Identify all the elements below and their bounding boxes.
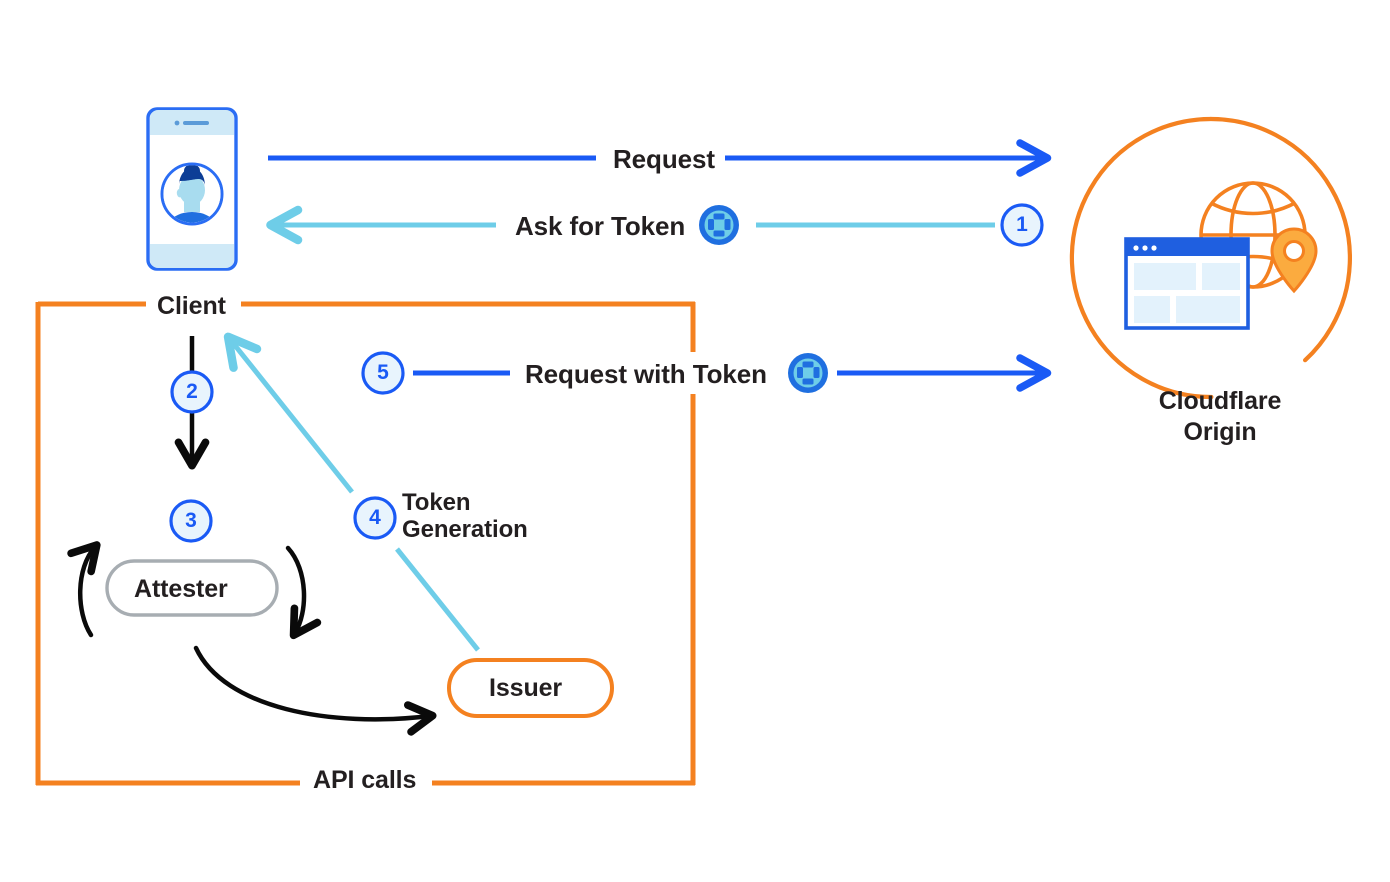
step-number-3: 3	[185, 509, 197, 532]
flow-token-generation-arrow	[223, 332, 480, 652]
origin-label-line1: Cloudflare	[1158, 387, 1282, 415]
flow-attester-loop-arrows	[67, 541, 437, 736]
origin-label-line2: Origin	[1183, 417, 1257, 446]
step-badge-4	[353, 496, 397, 540]
step-number-1: 1	[1016, 213, 1028, 236]
step-badge-5	[361, 351, 405, 395]
privacy-pass-token-icon	[699, 205, 739, 245]
privacy-pass-token-icon	[788, 353, 828, 393]
step-number-2: 2	[186, 380, 198, 403]
flow-label-ask-for-token: Ask for Token	[509, 211, 692, 242]
step-number-5: 5	[377, 361, 389, 384]
step-badge-2	[170, 370, 214, 414]
cloudflare-origin-icon	[1069, 116, 1352, 400]
api-calls-group-box	[35, 301, 696, 786]
flow-label-request-with-token: Request with Token	[519, 359, 773, 390]
client-smartphone-icon	[146, 107, 238, 271]
flow-label-token-generation: Token Generation	[402, 489, 528, 544]
step-number-4: 4	[369, 506, 381, 529]
node-label-issuer: Issuer	[489, 674, 563, 702]
group-box-label-api-calls: API calls	[307, 766, 423, 794]
attester-node	[105, 559, 279, 617]
step-badge-1	[1000, 203, 1044, 247]
step-badge-3	[169, 499, 213, 543]
flow-label-request: Request	[607, 144, 721, 175]
node-label-client: Client	[151, 292, 232, 320]
issuer-node	[447, 658, 614, 718]
node-label-attester: Attester	[134, 575, 228, 603]
